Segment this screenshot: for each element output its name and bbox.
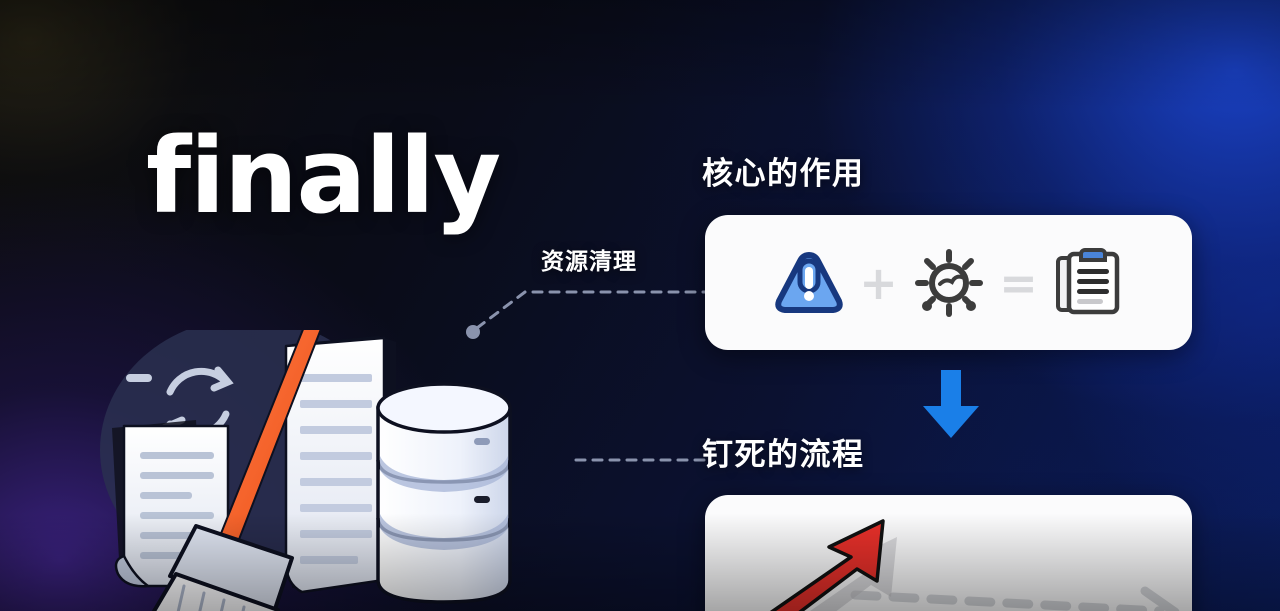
plus-operator: + <box>859 255 898 310</box>
core-function-card[interactable]: + <box>705 215 1192 350</box>
database-cylinder <box>376 382 512 604</box>
dashed-trend-arrow-icon <box>850 586 1180 611</box>
clipboard-icon <box>1047 246 1131 320</box>
data-cleanup-illustration <box>78 330 638 611</box>
sun-brightness-icon <box>907 246 991 320</box>
page-title: finally <box>146 115 501 237</box>
blue-down-arrow-icon <box>919 368 983 440</box>
section-title-core-function: 核心的作用 <box>702 156 865 192</box>
broom-bristles <box>151 572 280 611</box>
process-chart <box>769 519 1180 611</box>
fixed-process-card[interactable] <box>705 495 1192 611</box>
broom-head <box>168 524 294 611</box>
broom <box>151 330 322 611</box>
red-growth-arrow-icon <box>769 519 897 611</box>
warning-triangle-icon <box>767 249 851 317</box>
connector-cleanup <box>466 290 709 339</box>
label-resource-cleanup: 资源清理 <box>541 249 637 275</box>
equals-operator: = <box>999 255 1038 310</box>
section-title-fixed-process: 钉死的流程 <box>702 437 865 473</box>
spreadsheet-page <box>284 336 396 594</box>
connector-flow <box>574 458 708 462</box>
